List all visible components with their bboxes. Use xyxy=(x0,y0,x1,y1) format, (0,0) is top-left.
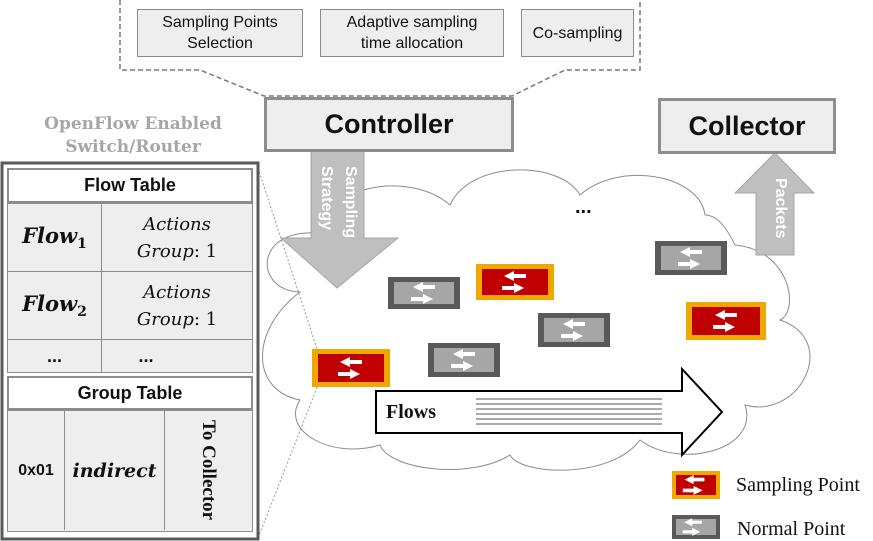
flows-lines xyxy=(476,398,662,425)
legend-sampling-icon xyxy=(672,471,720,499)
sampling-strategy-arrow xyxy=(279,149,400,289)
flow-row-1-name: Flow1 xyxy=(8,204,102,272)
legend-sampling-label: Sampling Point xyxy=(736,474,860,496)
co-sampling-box: Co-sampling xyxy=(521,9,634,57)
group-table-body: 0x01 indirect To Collector xyxy=(7,410,253,532)
flow-row-2-actions: Actions Group: 1 xyxy=(102,272,252,340)
flows-arrow xyxy=(375,366,724,458)
flow-row-1-actions: Actions Group: 1 xyxy=(102,204,252,272)
switch-title: OpenFlow Enabled Switch/Router xyxy=(44,114,222,157)
flow-row-ellipsis-actions: ... xyxy=(138,345,154,366)
normal-point xyxy=(428,343,500,377)
group-table-header: Group Table xyxy=(7,376,253,410)
flow-table-body: Flow1 Actions Group: 1 Flow2 Actions Gro… xyxy=(7,203,253,373)
sampling-point xyxy=(686,302,766,340)
collector-box: Collector xyxy=(658,98,836,154)
function-frame xyxy=(119,0,641,97)
legend-normal-icon xyxy=(672,515,720,539)
sampling-strategy-label: Sampling Strategy xyxy=(318,166,359,239)
flow-table-header: Flow Table xyxy=(7,168,253,203)
packets-label: Packets xyxy=(772,178,789,239)
group-id: 0x01 xyxy=(8,411,65,530)
zoom-line-top xyxy=(257,167,319,353)
flows-label: Flows xyxy=(386,401,436,423)
sampling-points-selection-box: Sampling Points Selection xyxy=(137,9,303,57)
network-ellipsis: ... xyxy=(575,196,592,218)
sampling-point xyxy=(476,264,554,300)
adaptive-sampling-box: Adaptive sampling time allocation xyxy=(320,9,504,57)
sampling-point xyxy=(312,349,390,387)
group-type: indirect xyxy=(65,411,165,530)
legend-normal-label: Normal Point xyxy=(737,518,846,540)
packets-arrow xyxy=(733,152,816,256)
group-target: To Collector xyxy=(198,420,219,521)
flow-row-ellipsis-name: ... xyxy=(8,340,102,372)
flow-row-2-name: Flow2 xyxy=(8,272,102,340)
normal-point xyxy=(388,277,460,309)
zoom-line-bottom xyxy=(257,384,319,539)
controller-box: Controller xyxy=(264,97,514,152)
normal-point xyxy=(538,313,610,347)
normal-point xyxy=(655,241,727,275)
